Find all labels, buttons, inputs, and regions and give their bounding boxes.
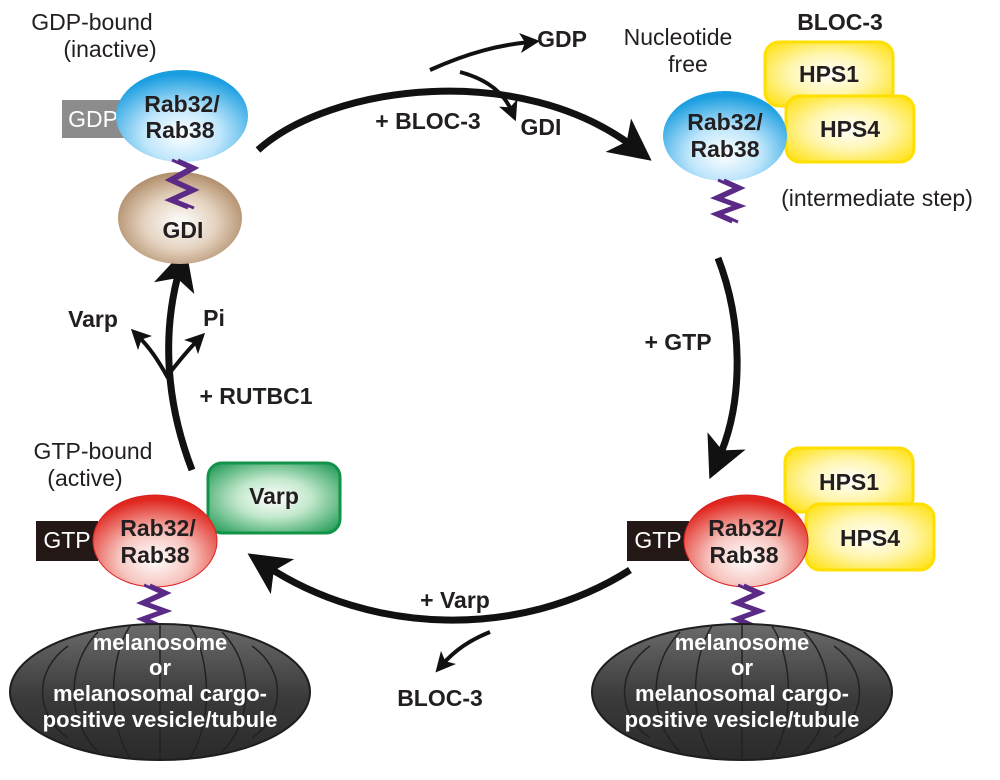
organelle-line-1: melanosome xyxy=(675,630,810,655)
rab-label-line2: Rab38 xyxy=(709,542,778,568)
hps1-label: HPS1 xyxy=(819,469,879,495)
rab-label-line1: Rab32/ xyxy=(120,515,196,541)
arrow-bottom xyxy=(247,553,632,624)
hps4-label: HPS4 xyxy=(820,116,880,142)
released-gdp-label: GDP xyxy=(537,26,587,52)
left-transition-label: + RUTBC1 xyxy=(199,383,312,409)
state-gtp-bound-varp: GTP-bound (active) Varp GTP Rab32/ Rab38… xyxy=(9,438,342,761)
gdp-tag-label: GDP xyxy=(68,106,118,132)
released-bloc3-label: BLOC-3 xyxy=(397,685,483,711)
right-transition-label: + GTP xyxy=(644,329,711,355)
arrow-release-pi xyxy=(166,332,206,377)
organelle-line-2: or xyxy=(149,655,171,680)
nucleotide-free-subtitle: free xyxy=(668,51,708,77)
released-varp-label: Varp xyxy=(68,306,118,332)
state-gtp-bound-bloc3: HPS1 HPS4 GTP Rab32/ Rab38 melanosome or… xyxy=(591,446,936,761)
rab-protein-active xyxy=(683,494,809,588)
gtp-bound-title: GTP-bound xyxy=(34,438,153,464)
organelle-line-4: positive vesicle/tubule xyxy=(43,707,278,732)
organelle-right: melanosome or melanosomal cargo- positiv… xyxy=(591,623,893,761)
rab-protein-nucleotide-free xyxy=(663,91,787,181)
bloc3-complex-name: BLOC-3 xyxy=(797,9,883,35)
organelle-line-1: melanosome xyxy=(93,630,228,655)
gtp-tag-label: GTP xyxy=(43,527,90,553)
gdp-tag xyxy=(62,100,124,138)
varp-label: Varp xyxy=(249,483,299,509)
gdp-bound-subtitle: (inactive) xyxy=(63,36,156,62)
bottom-transition-label: + Varp xyxy=(420,587,490,613)
organelle-line-3: melanosomal cargo- xyxy=(635,681,849,706)
released-gdi-label: GDI xyxy=(521,114,562,140)
state-gdp-bound: GDP-bound (inactive) GDP GDI Rab32/ Rab3… xyxy=(31,9,248,264)
top-transition-label: + BLOC-3 xyxy=(375,108,480,134)
gtp-tag-label: GTP xyxy=(634,527,681,553)
arrow-left xyxy=(153,247,196,472)
lipid-tail-icon xyxy=(709,178,741,224)
rab-protein-active xyxy=(92,494,218,588)
organelle-line-3: melanosomal cargo- xyxy=(53,681,267,706)
rab-label-line2: Rab38 xyxy=(690,136,759,162)
rab-label-line1: Rab32/ xyxy=(708,515,784,541)
lipid-tail-icon xyxy=(164,158,194,210)
lipid-tail-icon xyxy=(729,583,761,629)
lipid-tail-icon xyxy=(135,583,167,629)
rab-label-line2: Rab38 xyxy=(145,117,214,143)
arrow-release-varp xyxy=(130,328,170,379)
rab-label-line1: Rab32/ xyxy=(687,109,763,135)
hps1-label: HPS1 xyxy=(799,61,859,87)
released-pi-label: Pi xyxy=(203,305,225,331)
rab-protein-inactive xyxy=(116,70,248,162)
organelle-line-4: positive vesicle/tubule xyxy=(625,707,860,732)
intermediate-step-note: (intermediate step) xyxy=(781,185,973,211)
arrow-release-bloc3 xyxy=(435,630,491,673)
rab-label-line2: Rab38 xyxy=(120,542,189,568)
state-nucleotide-free: Nucleotide free BLOC-3 HPS1 HPS4 Rab32/ … xyxy=(624,9,973,224)
gtp-bound-subtitle: (active) xyxy=(47,465,122,491)
arrow-top xyxy=(255,87,652,161)
hps4-label: HPS4 xyxy=(840,525,900,551)
varp-protein xyxy=(206,461,342,535)
gtp-tag xyxy=(36,521,98,561)
gdp-bound-title: GDP-bound xyxy=(31,9,152,35)
organelle-left: melanosome or melanosomal cargo- positiv… xyxy=(9,623,311,761)
arrow-release-gdi xyxy=(459,70,518,122)
gdi-protein xyxy=(118,172,242,264)
rab-label-line1: Rab32/ xyxy=(144,91,220,117)
organelle-line-2: or xyxy=(731,655,753,680)
gdi-label: GDI xyxy=(163,217,204,243)
arrow-release-gdp xyxy=(429,33,540,72)
nucleotide-free-title: Nucleotide xyxy=(624,24,733,50)
gtp-tag xyxy=(627,521,689,561)
arrow-right xyxy=(707,256,746,480)
